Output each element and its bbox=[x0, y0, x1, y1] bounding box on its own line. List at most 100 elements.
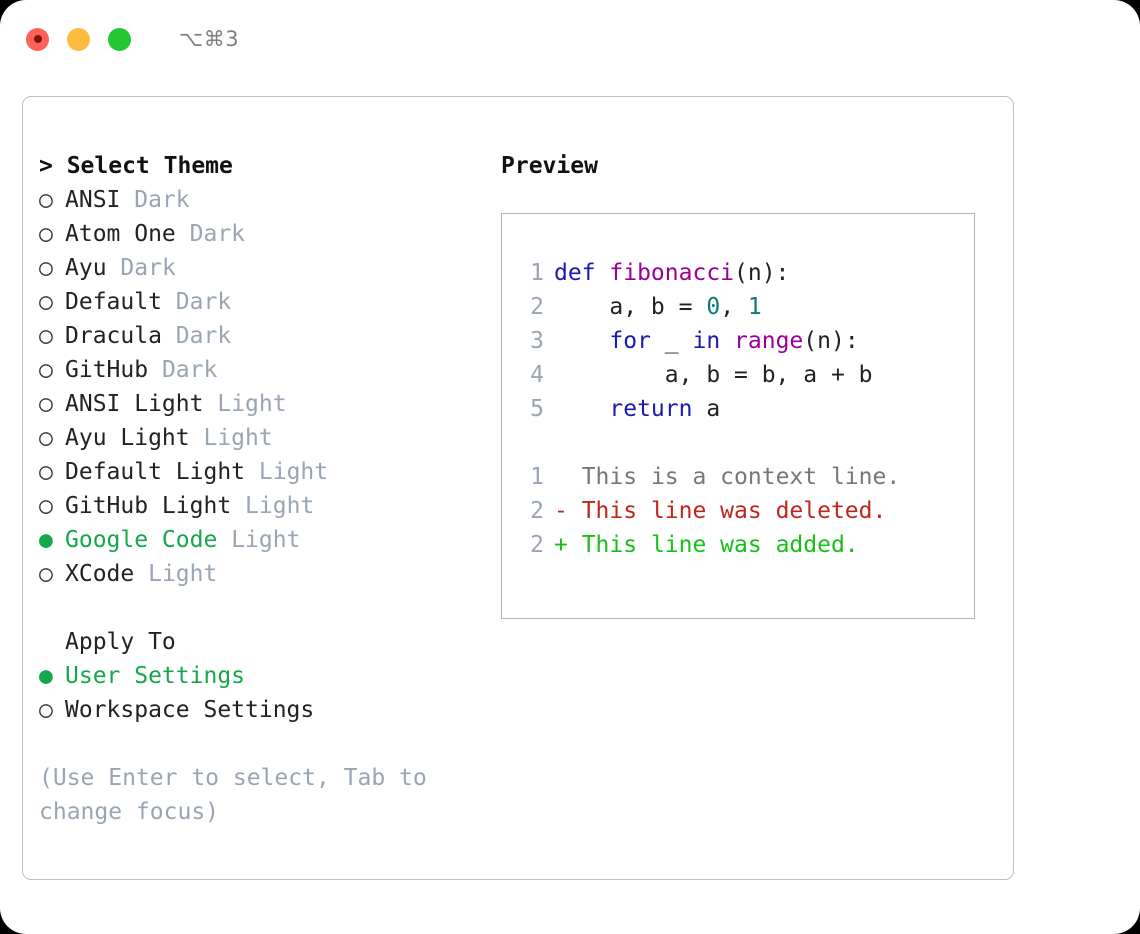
code-token: a, b = bbox=[554, 294, 707, 320]
diff-marker: + bbox=[554, 532, 568, 558]
apply-to-option-label: User Settings bbox=[65, 663, 246, 689]
theme-option-label: Ayu bbox=[65, 255, 107, 281]
radio-unselected-icon[interactable]: ○ bbox=[39, 697, 53, 723]
label-gap bbox=[162, 323, 176, 349]
select-theme-heading: > Select Theme bbox=[39, 153, 233, 179]
code-token: for bbox=[609, 328, 651, 354]
keyboard-hint-text: (Use Enter to select, Tab to change focu… bbox=[39, 765, 441, 825]
code-line: 4 a, b = b, a + b bbox=[514, 358, 900, 392]
label-gap bbox=[162, 289, 176, 315]
theme-option[interactable]: ○ Ayu Dark bbox=[39, 251, 479, 285]
apply-to-option[interactable]: ● User Settings bbox=[39, 659, 479, 693]
code-line: 3 for _ in range(n): bbox=[514, 324, 900, 358]
code-token: 0 bbox=[706, 294, 721, 320]
theme-option[interactable]: ○GitHub Dark bbox=[39, 353, 479, 387]
title-bar: ⌥⌘3 bbox=[0, 0, 1140, 78]
code-token: return bbox=[609, 396, 693, 422]
radio-unselected-icon[interactable]: ○ bbox=[39, 289, 53, 315]
theme-option[interactable]: ○ XCode Light bbox=[39, 557, 479, 591]
theme-option[interactable]: ○ANSI Light Light bbox=[39, 387, 479, 421]
theme-list[interactable]: ○ANSI Dark○Atom One Dark○Ayu Dark○Defaul… bbox=[39, 183, 479, 591]
radio-unselected-icon[interactable]: ○ bbox=[39, 357, 53, 383]
radio-unselected-icon[interactable]: ○ bbox=[39, 323, 53, 349]
line-number: 3 bbox=[530, 328, 544, 354]
line-number: 1 bbox=[530, 260, 544, 286]
theme-option[interactable]: ○Dracula Dark bbox=[39, 319, 479, 353]
code-token: (n): bbox=[734, 260, 790, 286]
theme-option[interactable]: ○Ayu Light Light bbox=[39, 421, 479, 455]
code-token: 1 bbox=[747, 294, 762, 320]
theme-option[interactable]: ○GitHub Light Light bbox=[39, 489, 479, 523]
diff-line: 2 + This line was added. bbox=[514, 528, 900, 562]
code-token: _ bbox=[650, 328, 693, 354]
label-gap bbox=[176, 221, 190, 247]
code-token: in bbox=[692, 328, 721, 354]
theme-option-label: Atom One bbox=[65, 221, 176, 247]
window-controls bbox=[26, 27, 131, 51]
radio-unselected-icon[interactable]: ○ bbox=[39, 221, 53, 247]
theme-variant-tag: Light bbox=[258, 459, 329, 485]
label-gap bbox=[190, 425, 204, 451]
theme-option[interactable]: ○ANSI Dark bbox=[39, 183, 479, 217]
label-gap bbox=[134, 561, 148, 587]
theme-variant-tag: Light bbox=[148, 561, 218, 587]
code-token bbox=[720, 328, 734, 354]
code-token: , bbox=[720, 294, 748, 320]
apply-to-heading: Apply To bbox=[65, 629, 176, 655]
theme-variant-tag: Dark bbox=[134, 187, 190, 213]
theme-variant-tag: Dark bbox=[120, 255, 176, 281]
code-token: fibonacci bbox=[609, 260, 735, 286]
theme-option-label: GitHub bbox=[65, 357, 149, 383]
code-line: 2 a, b = 0, 1 bbox=[514, 290, 900, 324]
diff-line: 1 This is a context line. bbox=[514, 460, 900, 494]
code-token bbox=[554, 396, 609, 422]
diff-text: This is a context line. bbox=[567, 464, 901, 490]
apply-to-option[interactable]: ○ Workspace Settings bbox=[39, 693, 479, 727]
radio-unselected-icon[interactable]: ○ bbox=[39, 187, 53, 213]
label-gap bbox=[217, 527, 231, 553]
radio-unselected-icon[interactable]: ○ bbox=[39, 425, 53, 451]
theme-variant-tag: Light bbox=[231, 527, 301, 553]
radio-unselected-icon[interactable]: ○ bbox=[39, 459, 53, 485]
line-number: 2 bbox=[530, 498, 544, 524]
code-line: 5 return a bbox=[514, 392, 900, 426]
preview-heading: Preview bbox=[501, 153, 598, 179]
theme-option[interactable]: ○ Atom One Dark bbox=[39, 217, 479, 251]
radio-selected-icon[interactable]: ● bbox=[39, 663, 53, 689]
radio-unselected-icon[interactable]: ○ bbox=[39, 561, 53, 587]
diff-marker bbox=[554, 464, 568, 490]
code-token: (n): bbox=[803, 328, 859, 354]
theme-variant-tag: Dark bbox=[189, 221, 246, 247]
line-number: 2 bbox=[530, 532, 544, 558]
minimize-button[interactable] bbox=[67, 27, 90, 51]
apply-to-list[interactable]: ● User Settings ○ Workspace Settings bbox=[39, 659, 479, 727]
radio-unselected-icon[interactable]: ○ bbox=[39, 493, 53, 519]
diff-text: This line was added. bbox=[567, 532, 859, 558]
line-number: 4 bbox=[530, 362, 544, 388]
main-panel: > Select Theme ○ANSI Dark○Atom One Dark○… bbox=[22, 96, 1014, 880]
theme-variant-tag: Dark bbox=[175, 289, 232, 315]
diff-line: 2- This line was deleted. bbox=[514, 494, 900, 528]
label-gap bbox=[203, 391, 217, 417]
radio-unselected-icon[interactable]: ○ bbox=[39, 255, 53, 281]
label-gap bbox=[107, 255, 121, 281]
code-token: a, b = b, a + b bbox=[554, 362, 873, 388]
theme-option-label: Default Light bbox=[65, 459, 246, 485]
theme-option[interactable]: ●Google Code Light bbox=[39, 523, 479, 557]
radio-unselected-icon[interactable]: ○ bbox=[39, 391, 53, 417]
code-diff-separator bbox=[514, 426, 900, 460]
radio-selected-icon[interactable]: ● bbox=[39, 527, 53, 553]
theme-option[interactable]: ○ Default Light Light bbox=[39, 455, 479, 489]
code-token: a bbox=[692, 396, 721, 422]
zoom-button[interactable] bbox=[108, 27, 131, 51]
theme-option[interactable]: ○Default Dark bbox=[39, 285, 479, 319]
close-button[interactable] bbox=[26, 27, 49, 51]
theme-option-label: XCode bbox=[65, 561, 135, 587]
apply-to-option-label: Workspace Settings bbox=[65, 697, 315, 723]
line-number: 2 bbox=[530, 294, 544, 320]
